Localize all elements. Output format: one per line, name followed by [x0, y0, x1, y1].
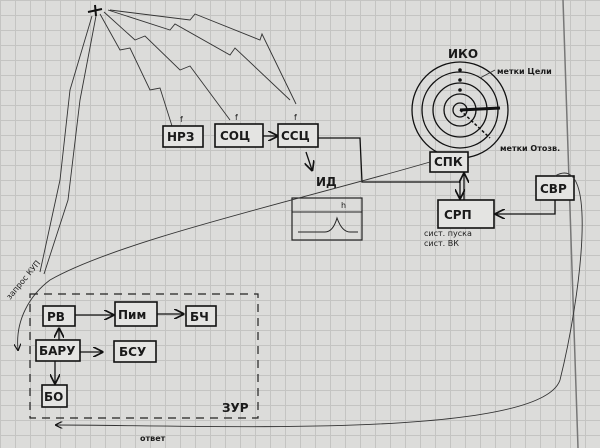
signal-lines: [39, 9, 297, 275]
svg-text:СВР: СВР: [540, 182, 567, 196]
svg-text:СОЦ: СОЦ: [220, 129, 250, 143]
svg-text:НРЗ: НРЗ: [167, 130, 194, 144]
margin-line: [562, 0, 579, 448]
id-plot: h: [291, 197, 363, 241]
block-ssts: ССЦ f: [277, 113, 319, 148]
answer-label: ответ: [140, 434, 166, 443]
svg-text:РВ: РВ: [47, 310, 65, 324]
zur-label: ЗУР: [222, 401, 249, 415]
svg-text:f: f: [294, 113, 297, 122]
block-srp: СРП: [437, 199, 495, 229]
svg-text:БСУ: БСУ: [119, 345, 146, 359]
svg-text:БАРУ: БАРУ: [39, 344, 75, 358]
svg-text:БЧ: БЧ: [190, 310, 209, 324]
ppi-display: [411, 61, 509, 159]
block-sots: СОЦ f: [214, 113, 264, 148]
srp-note-vk: сист. ВК: [424, 239, 459, 248]
svg-text:f: f: [180, 115, 183, 124]
svg-text:СРП: СРП: [444, 208, 472, 222]
recall-label: метки Отозв.: [500, 144, 560, 153]
svg-text:СПК: СПК: [434, 155, 463, 169]
svg-text:БО: БО: [44, 390, 63, 404]
zur-frame: [29, 293, 259, 419]
block-rv: РВ: [42, 305, 76, 327]
aircraft-icon: [87, 4, 103, 17]
targets-label: метки Цели: [497, 67, 552, 76]
svg-text:f: f: [235, 113, 238, 122]
block-nrz: НРЗ f: [162, 115, 204, 148]
request-label: запрос КУП: [5, 259, 43, 301]
block-spk: СПК: [429, 151, 469, 173]
iko-title: ИКО: [448, 47, 478, 61]
block-pim: Пим: [114, 301, 158, 327]
block-svr: СВР: [535, 175, 575, 201]
id-label: ИД: [316, 175, 337, 189]
svg-text:Пим: Пим: [118, 308, 146, 322]
svg-text:h: h: [341, 201, 346, 210]
block-baru: БАРУ: [35, 339, 81, 362]
block-bo: БО: [41, 384, 68, 408]
svg-text:ССЦ: ССЦ: [281, 129, 310, 143]
block-bch: БЧ: [185, 305, 217, 327]
block-bsu: БСУ: [113, 340, 157, 363]
srp-note-launch: сист. пуска: [424, 229, 472, 238]
